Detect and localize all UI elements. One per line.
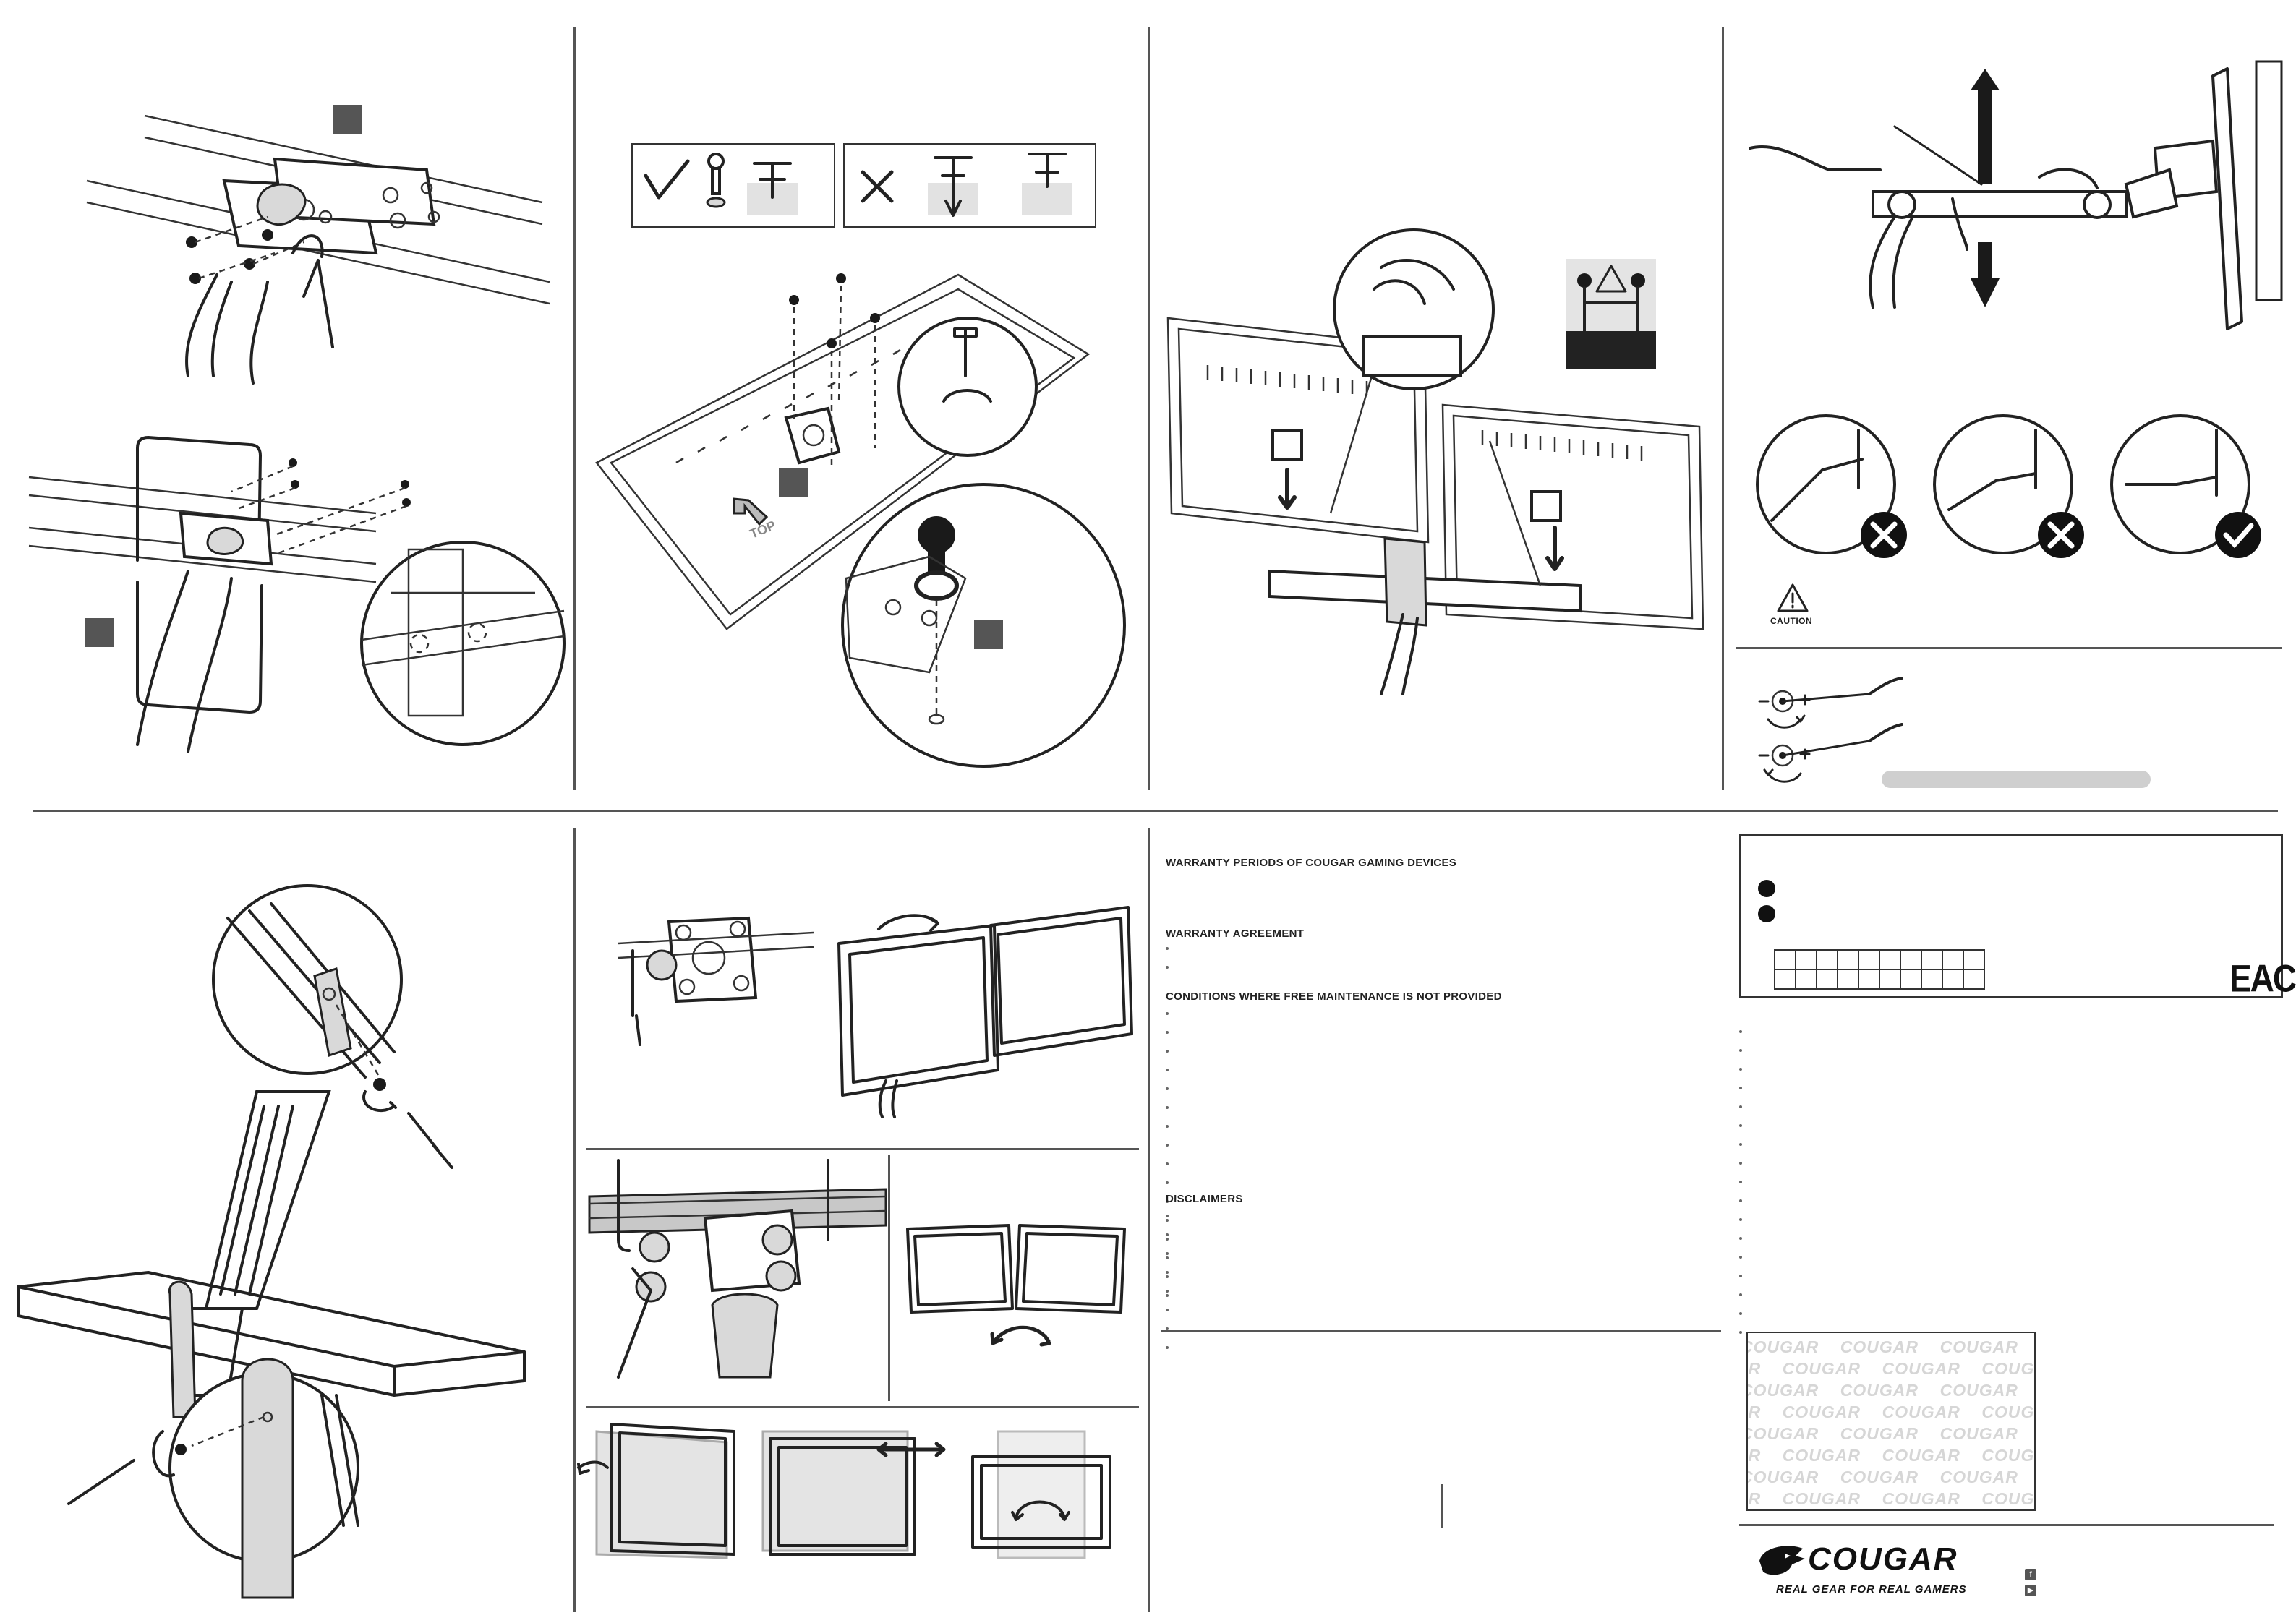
step-marker xyxy=(85,618,114,647)
divider-col-2 xyxy=(1148,27,1150,790)
step-marker xyxy=(974,620,1003,649)
youtube-icon[interactable]: ▶ xyxy=(2025,1585,2036,1596)
illustration-vesa-tilt xyxy=(618,906,1133,1118)
divider-col-1 xyxy=(573,27,576,790)
screw-wrong-box xyxy=(843,143,1096,228)
caution-triangle-icon xyxy=(1595,265,1627,293)
up-arrow-icon xyxy=(1971,69,2000,184)
divider-middle xyxy=(33,810,2278,812)
disclaimers-heading: DISCLAIMERS xyxy=(1166,1193,1243,1205)
divider-brand xyxy=(1739,1524,2274,1526)
divider-warranty-bottom xyxy=(1161,1330,1721,1332)
warranty-agreement-bullets xyxy=(1166,947,1169,985)
divider-col-3 xyxy=(1722,27,1724,790)
check-icon xyxy=(644,159,690,200)
divider-right-top xyxy=(1736,647,2282,649)
illustration-tension-results xyxy=(1756,414,2261,558)
eac-mark: EAC xyxy=(2229,956,2296,1000)
warranty-agreement-heading: WARRANTY AGREEMENT xyxy=(1166,928,1305,940)
illustration-cable-management xyxy=(17,884,526,1599)
cougar-head-icon xyxy=(1759,1546,1805,1575)
illustration-clamp-install xyxy=(28,436,566,753)
illustration-tilt-rotate xyxy=(906,1224,1126,1347)
illustration-tension-adjust xyxy=(1749,60,2283,330)
illustration-bracket-mount xyxy=(86,105,550,385)
screw-correct-box xyxy=(631,143,835,228)
step-marker xyxy=(779,468,808,497)
illustration-vesa-plate: TOP xyxy=(595,273,1126,768)
progress-bar xyxy=(1882,771,2151,788)
illustration-caution-two-person xyxy=(1566,259,1656,369)
illustration-screw-guide xyxy=(644,153,1072,217)
conditions-heading: CONDITIONS WHERE FREE MAINTENANCE IS NOT… xyxy=(1166,990,1502,1003)
divider-step-b xyxy=(586,1406,1139,1408)
brand-tagline: REAL GEAR FOR REAL GAMERS xyxy=(1776,1583,1967,1596)
illustration-dual-monitor-attach xyxy=(1166,228,1704,695)
cross-icon xyxy=(861,170,894,203)
cougar-pattern-box: COUGAR COUGAR COUGAR COUGAR COUGAR COUGA… xyxy=(1746,1332,2036,1511)
conditions-bullets xyxy=(1166,1012,1169,1313)
divider-small xyxy=(1441,1484,1443,1528)
caution-label: CAUTION xyxy=(1770,616,1813,626)
right-column-bullets xyxy=(1739,1030,1742,1350)
check-icon xyxy=(2215,512,2261,558)
bullet-dot xyxy=(1758,905,1775,922)
certification-box: EAC xyxy=(1739,834,2296,1000)
screw-icon xyxy=(706,153,726,208)
brand-name: COUGAR xyxy=(1808,1541,1958,1577)
illustration-hex-key-adjust xyxy=(1758,677,1903,783)
top-label: TOP xyxy=(748,518,778,541)
divider-col-2-bottom xyxy=(1148,828,1150,1612)
divider-col-1-bottom xyxy=(573,828,576,1612)
serial-grid xyxy=(1774,949,1985,990)
step-marker xyxy=(333,105,362,134)
warranty-periods-heading: WARRANTY PERIODS OF COUGAR GAMING DEVICE… xyxy=(1166,857,1457,869)
bullet-dot xyxy=(1758,880,1775,897)
illustration-monitor-orientations xyxy=(577,1423,1111,1559)
caution-triangle-icon xyxy=(1777,583,1809,612)
down-arrow-icon xyxy=(1971,242,2000,307)
divider-step-a xyxy=(586,1148,1139,1150)
disclaimers-bullets xyxy=(1166,1215,1169,1365)
facebook-icon[interactable]: f xyxy=(2025,1569,2036,1580)
illustration-joint-adjust xyxy=(588,1159,887,1379)
divider-step-c xyxy=(888,1155,890,1401)
